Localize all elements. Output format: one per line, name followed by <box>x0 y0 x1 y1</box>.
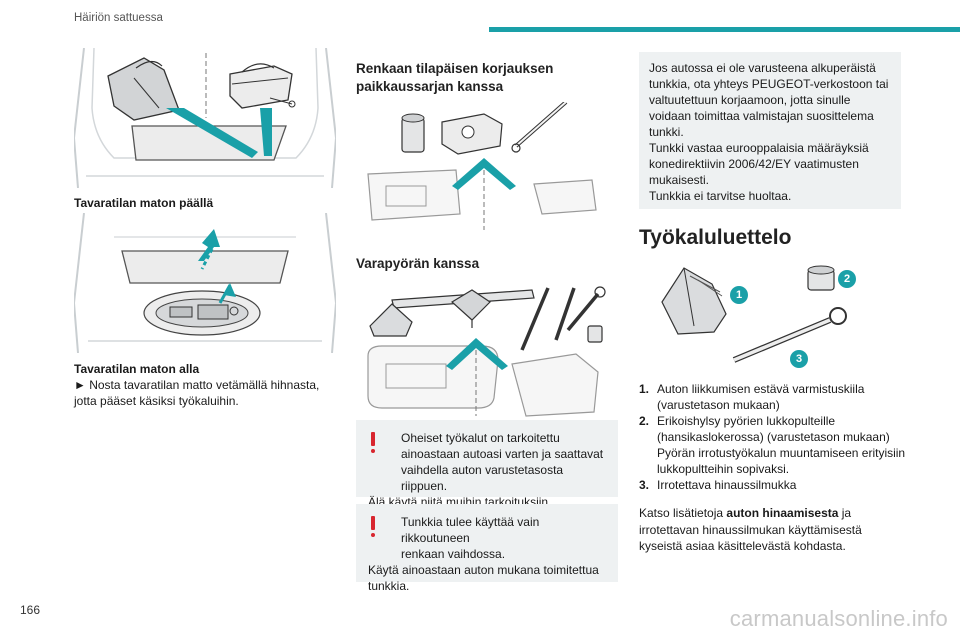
list-item: 2.Erikoishylsy pyörien lukkopulteille (h… <box>639 414 906 476</box>
see-more-towing: Katso lisätietoja auton hinaamisesta ja … <box>639 506 862 553</box>
warning-jack-line2: Käytä ainoastaan auton mukana toimitettu… <box>368 563 599 593</box>
info-jack-p1: Jos autossa ei ole varusteena alkuperäis… <box>649 61 889 139</box>
list-item: 1.Auton liikkumisen estävä varmistuskiil… <box>639 382 865 412</box>
warning-icon <box>370 432 376 454</box>
info-jack-p3: Tunkkia ei tarvitse huoltaa. <box>649 189 792 203</box>
trunk-illustration-mat-on-top <box>74 48 336 188</box>
info-box-jack: Jos autossa ei ole varusteena alkuperäis… <box>639 52 901 209</box>
watermark: carmanualsonline.info <box>729 606 948 631</box>
tool-list: 1.Auton liikkumisen estävä varmistuskiil… <box>639 381 909 493</box>
info-jack-p2: Tunkki vastaa eurooppalaisia määräyksiä … <box>649 141 869 187</box>
callout-3: 3 <box>790 350 808 368</box>
caption-mat-lifted: Tavaratilan maton alla ► Nosta tavaratil… <box>74 361 344 409</box>
towing-link-text: auton hinaamisesta <box>726 506 839 520</box>
heading-spare-wheel: Varapyörän kanssa <box>356 256 480 271</box>
warning-jack-rest: renkaan vaihdossa. <box>401 547 506 561</box>
spare-wheel-tools-illustration <box>362 280 612 420</box>
warning-box-tools: Oheiset työkalut on tarkoitettu ainoasta… <box>356 420 618 509</box>
list-item: 3.Irrotettava hinaussilmukka <box>639 478 797 492</box>
tool-list-illustration <box>654 262 864 372</box>
warning-tools-rest: ainoastaan autoasi varten ja saattavat v… <box>401 447 604 493</box>
page-number: 166 <box>20 603 41 617</box>
heading-repair-kit: Renkaan tilapäisen korjauksen paikkaussa… <box>356 61 554 94</box>
callout-2: 2 <box>838 270 856 288</box>
caption-mat-lifted-body: ► Nosta tavaratilan matto vetämällä hihn… <box>74 378 320 408</box>
warning-icon <box>370 516 376 538</box>
callout-1: 1 <box>730 286 748 304</box>
warning-jack-first-line: Tunkkia tulee käyttää vain rikkoutuneen <box>401 515 540 545</box>
caption-mat-on-top: Tavaratilan maton päällä <box>74 196 214 210</box>
warning-box-jack: Tunkkia tulee käyttää vain rikkoutuneen … <box>356 504 618 593</box>
repair-kit-illustration <box>366 102 606 232</box>
caption-mat-lifted-title: Tavaratilan maton alla <box>74 362 200 376</box>
warning-tools-first-line: Oheiset työkalut on tarkoitettu <box>401 431 560 445</box>
trunk-illustration-mat-lifted <box>74 213 336 353</box>
heading-tool-list: Työkaluluettelo <box>639 226 792 249</box>
header-accent-rule <box>489 27 960 32</box>
section-title: Häiriön sattuessa <box>74 12 163 24</box>
